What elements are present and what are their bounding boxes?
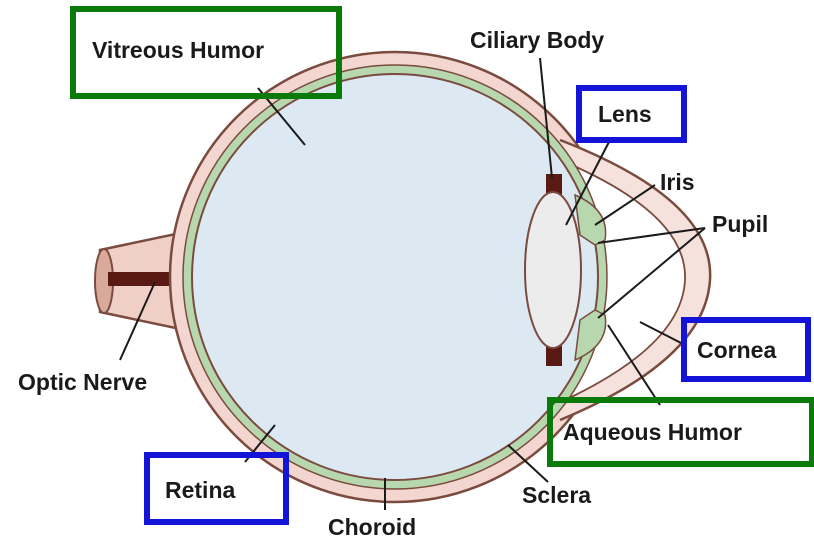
label-sclera: Sclera	[522, 482, 591, 508]
label-choroid: Choroid	[328, 514, 416, 540]
lens-shape	[525, 192, 581, 348]
label-iris: Iris	[660, 169, 695, 195]
label-lens: Lens	[598, 101, 652, 127]
label-vitreous-humor: Vitreous Humor	[92, 37, 264, 63]
label-pupil: Pupil	[712, 211, 768, 237]
label-ciliary-body: Ciliary Body	[470, 27, 604, 53]
label-retina: Retina	[165, 477, 236, 503]
label-optic-nerve: Optic Nerve	[18, 369, 147, 395]
label-aqueous-humor: Aqueous Humor	[563, 419, 742, 445]
label-cornea: Cornea	[697, 337, 776, 363]
